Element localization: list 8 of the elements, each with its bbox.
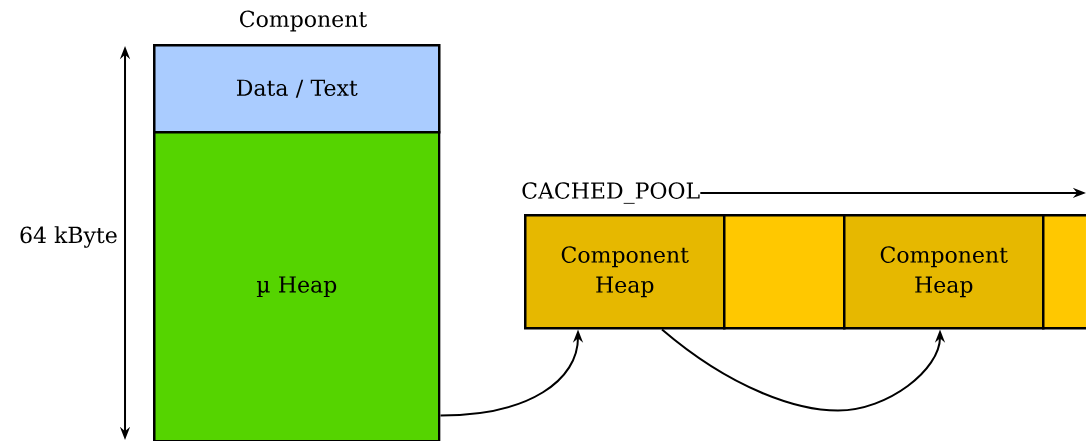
data-segment-box: Data / Text [153, 44, 441, 134]
free-cell [723, 214, 846, 330]
heap-cell: Component Heap [843, 214, 1045, 330]
dimension-label: 64 kByte [20, 226, 117, 248]
heap-cell: Component Heap [524, 214, 726, 330]
pool-label: CACHED_POOL [522, 182, 700, 204]
free-cell [1042, 214, 1086, 330]
heap-segment-box: µ Heap [153, 131, 441, 441]
